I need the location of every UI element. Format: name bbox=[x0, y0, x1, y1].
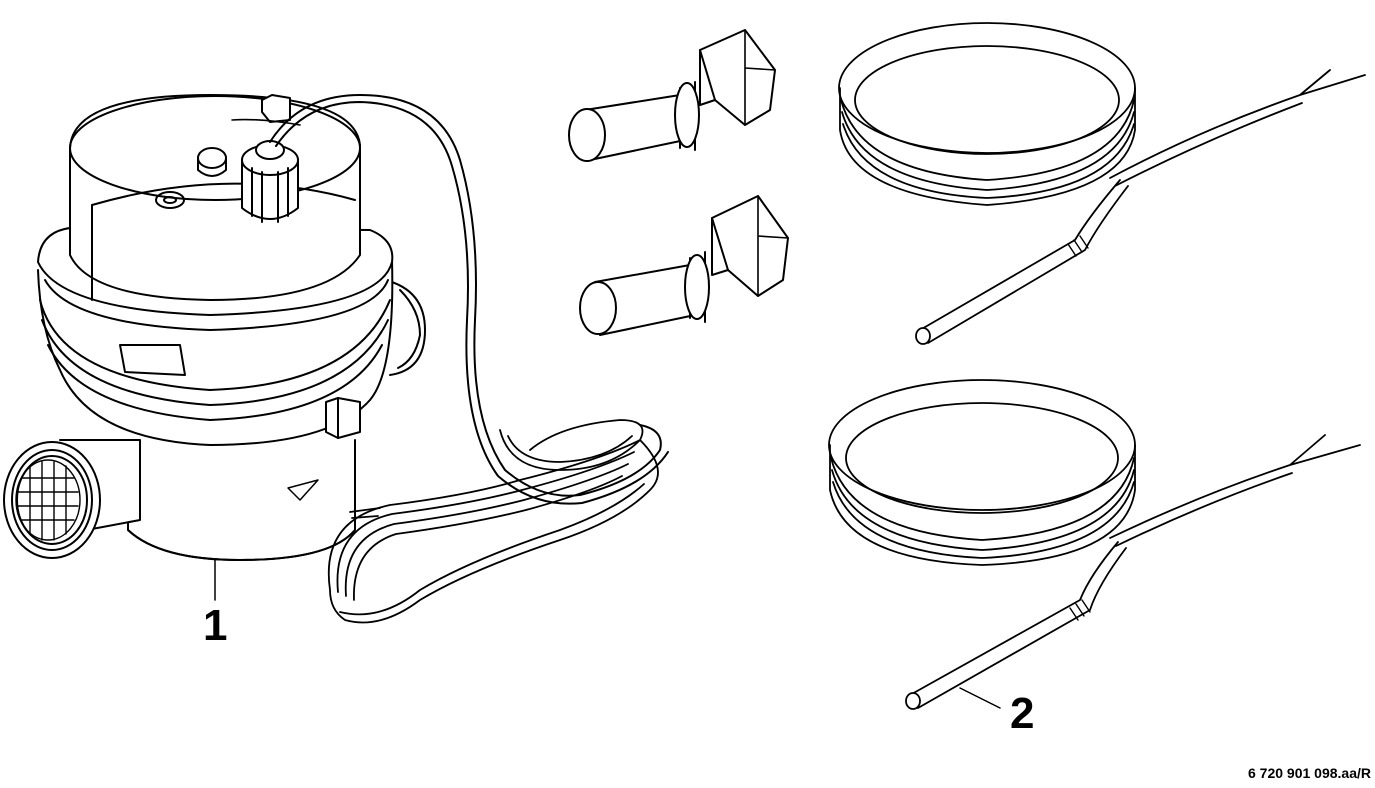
temperature-sensor-coil-top bbox=[839, 23, 1365, 344]
sensor-sleeves-illustration bbox=[569, 30, 788, 335]
water-meter-illustration bbox=[4, 95, 668, 623]
temperature-sensor-coil-bottom bbox=[829, 380, 1360, 709]
callout-label-2: 2 bbox=[1010, 689, 1035, 738]
document-code: 6 720 901 098.aa/R bbox=[1248, 765, 1371, 781]
callout-label-1: 1 bbox=[203, 601, 228, 650]
